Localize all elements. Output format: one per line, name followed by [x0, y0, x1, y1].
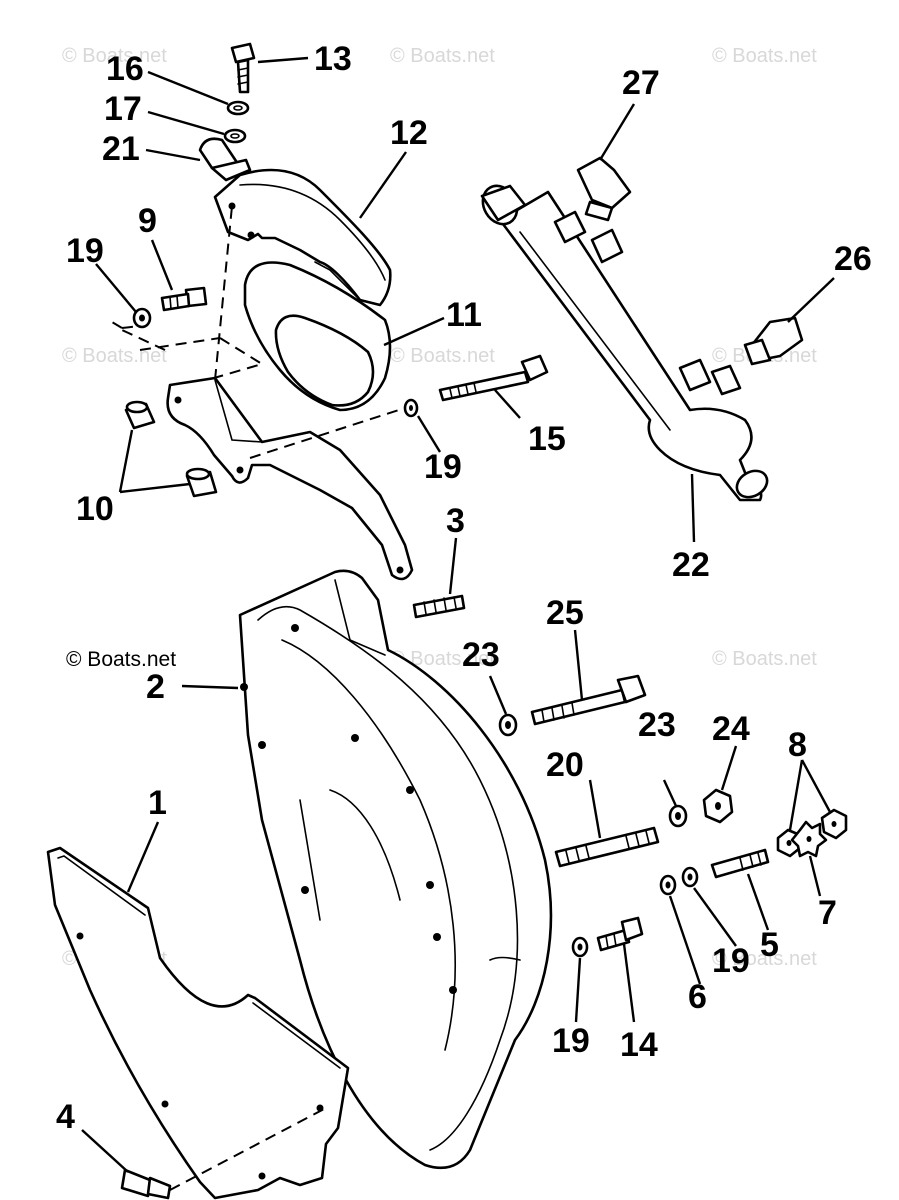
part-6-washer[interactable]	[659, 874, 677, 896]
callout-17: 17	[104, 90, 142, 128]
watermark: © Boats.net	[62, 345, 167, 367]
callout-8: 8	[788, 726, 807, 764]
callout-26: 26	[834, 240, 872, 278]
part-13-bolt[interactable]	[230, 42, 256, 94]
watermark: © Boats.net	[62, 45, 167, 67]
callout-13: 13	[314, 40, 352, 78]
part-3-stud[interactable]	[412, 594, 466, 619]
part-21-clamp[interactable]	[198, 137, 252, 182]
callout-27: 27	[622, 64, 660, 102]
part-25-bolt[interactable]	[530, 674, 647, 726]
callout-22: 22	[672, 546, 710, 584]
leader-lines	[81, 56, 835, 1173]
callout-5: 5	[760, 926, 779, 964]
copyright-label: © Boats.net	[66, 648, 176, 671]
part-12-heat-shield[interactable]	[213, 168, 392, 307]
part-22-heat-exchanger[interactable]	[476, 180, 772, 503]
callout-7: 7	[818, 894, 837, 932]
callout-12: 12	[390, 114, 428, 152]
part-9-screw[interactable]	[160, 286, 208, 312]
watermark: © Boats.net	[712, 948, 817, 970]
part-15-long-bolt[interactable]	[438, 354, 549, 402]
callout-20: 20	[546, 746, 584, 784]
part-19-washer[interactable]	[571, 936, 589, 958]
part-23-washer[interactable]	[498, 713, 518, 737]
part-4-screw[interactable]	[120, 1168, 172, 1200]
callouts: 13 16 17 21 12 9 19 11 15 19 10 3 27 26 …	[56, 40, 872, 1136]
watermark: © Boats.net	[390, 45, 495, 67]
part-1-cover-plate[interactable]	[46, 846, 350, 1200]
part-10-spacer[interactable]	[124, 400, 218, 498]
part-19-washer[interactable]	[132, 307, 152, 329]
part-14-screw[interactable]	[596, 916, 644, 952]
callout-21: 21	[102, 130, 140, 168]
callout-3: 3	[446, 502, 465, 540]
part-17-flat-washer[interactable]	[223, 128, 247, 144]
callout-2: 2	[146, 668, 165, 706]
part-8-nut[interactable]	[820, 808, 848, 840]
part-11-rubber-boot[interactable]	[243, 261, 392, 412]
callout-19: 19	[66, 232, 104, 270]
part-2-flywheel-housing[interactable]	[238, 569, 553, 1170]
callout-23: 23	[638, 706, 676, 744]
watermark: © Boats.net	[712, 648, 817, 670]
callout-19: 19	[424, 448, 462, 486]
part-26-elbow-fitting[interactable]	[743, 316, 804, 366]
callout-19: 19	[552, 1022, 590, 1060]
callout-4: 4	[56, 1098, 75, 1136]
part-16-lock-washer[interactable]	[226, 100, 250, 116]
callout-16: 16	[106, 50, 144, 88]
part-23-washer[interactable]	[668, 804, 688, 828]
part-5-stud[interactable]	[710, 848, 770, 879]
callout-14: 14	[620, 1026, 658, 1064]
callout-25: 25	[546, 594, 584, 632]
callout-15: 15	[528, 420, 566, 458]
part-24-nut[interactable]	[702, 788, 734, 824]
watermark: © Boats.net	[390, 345, 495, 367]
callout-6: 6	[688, 978, 707, 1016]
part-20-stud[interactable]	[554, 826, 660, 868]
callout-9: 9	[138, 202, 157, 240]
callout-11: 11	[446, 296, 482, 334]
callout-10: 10	[76, 490, 114, 528]
part-7-star-washer[interactable]	[790, 820, 828, 858]
support-bracket[interactable]	[166, 376, 414, 581]
part-19-washer[interactable]	[681, 866, 699, 888]
callout-19: 19	[712, 942, 750, 980]
callout-1: 1	[148, 784, 167, 822]
callout-23: 23	[462, 636, 500, 674]
part-27-elbow-fitting[interactable]	[576, 156, 632, 222]
watermark: © Boats.net	[390, 648, 495, 670]
part-19-washer[interactable]	[403, 398, 419, 418]
watermark: © Boats.net	[712, 45, 817, 67]
callout-24: 24	[712, 710, 750, 748]
